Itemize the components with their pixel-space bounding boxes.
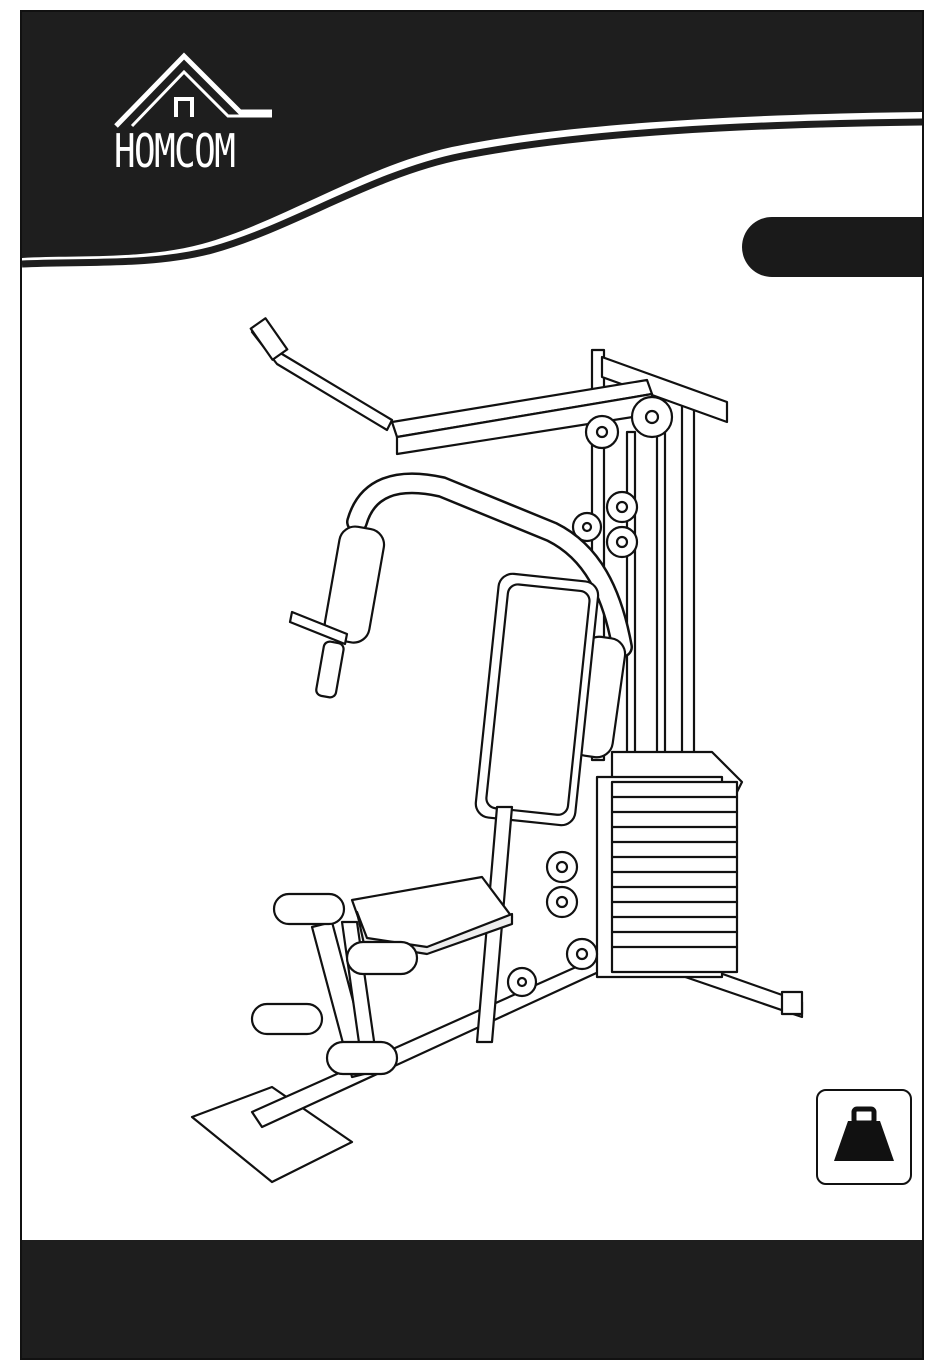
weight-icon bbox=[818, 1091, 910, 1183]
weight-icon-box bbox=[816, 1089, 912, 1185]
brand-logo: HOMCOM bbox=[114, 52, 284, 187]
brand-wordmark: HOMCOM bbox=[114, 128, 234, 174]
model-code-pill bbox=[742, 217, 924, 277]
footer-bar bbox=[22, 1240, 922, 1360]
home-gym-machine-illustration bbox=[182, 302, 842, 1202]
manual-cover: HOMCOM bbox=[20, 10, 924, 1360]
